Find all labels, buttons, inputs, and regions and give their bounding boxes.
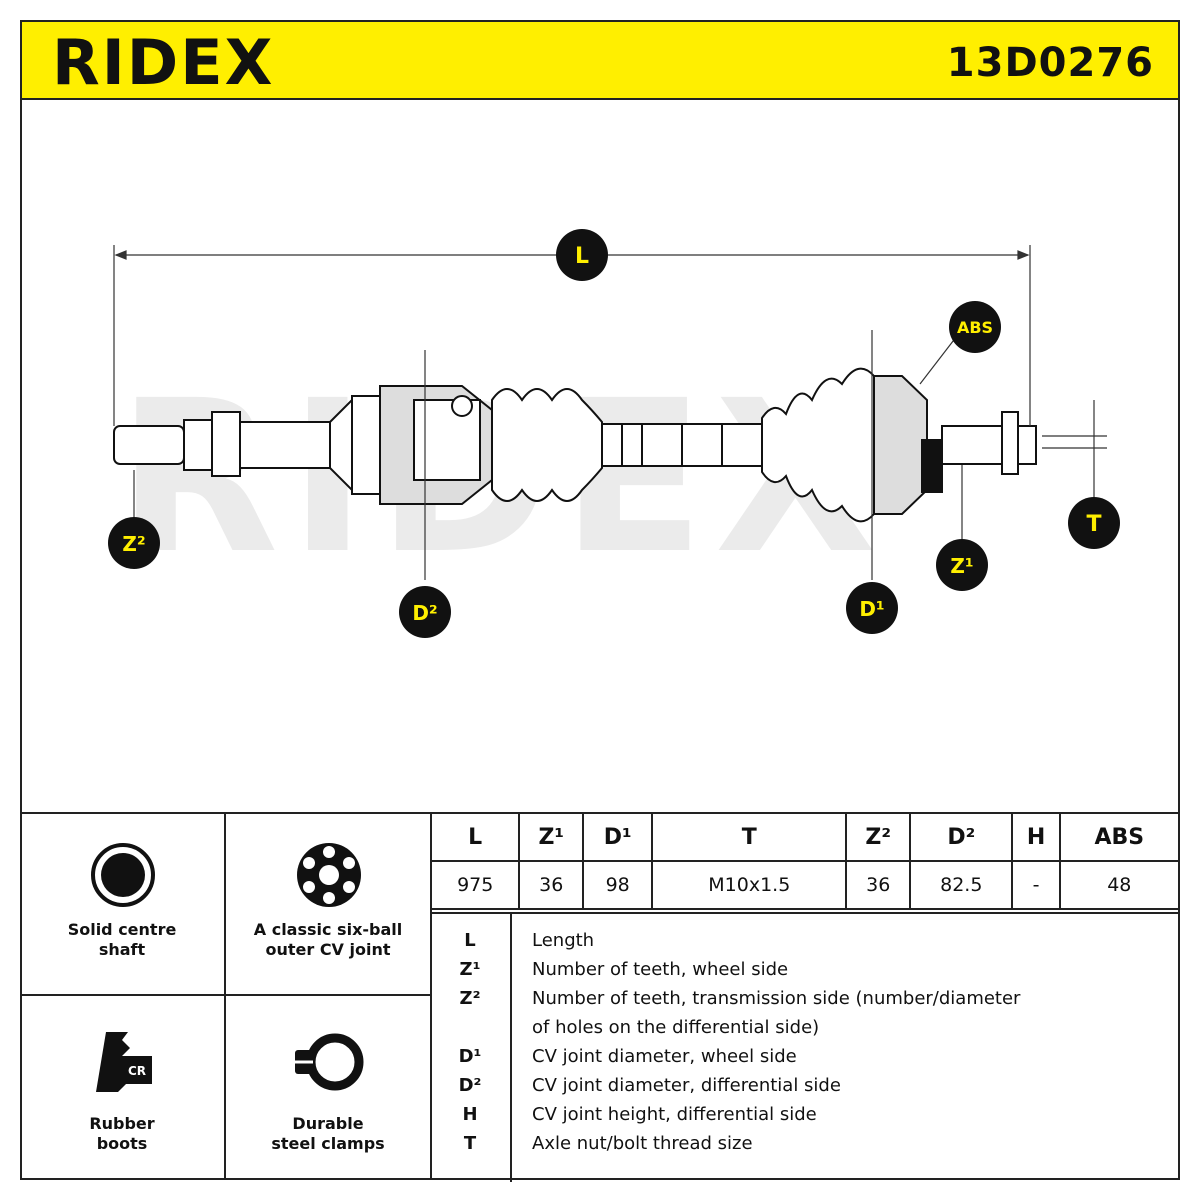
solid-shaft-icon (91, 843, 155, 907)
callout-d2: D² (399, 586, 451, 638)
header-bar: RIDEX 13D0276 (20, 20, 1180, 100)
transmission-spline (113, 425, 185, 465)
spec-header: H (1011, 812, 1061, 862)
legend-row: of holes on the differential side) (532, 1017, 820, 1038)
spec-value-row: 975 36 98 M10x1.5 36 82.5 - 48 (429, 860, 1181, 910)
spec-value: 98 (582, 860, 654, 910)
axle-nut (1017, 425, 1037, 465)
svg-text:L: L (575, 244, 589, 269)
spec-value: 48 (1058, 860, 1181, 910)
stub-shaft (239, 421, 331, 469)
outer-joint-housing (873, 375, 928, 515)
spec-header: ABS (1058, 812, 1181, 862)
svg-text:D¹: D¹ (859, 597, 884, 621)
svg-text:ABS: ABS (957, 318, 993, 337)
seal-ring (351, 395, 381, 495)
spec-header: Z² (845, 812, 912, 862)
tripod-roller (451, 395, 473, 417)
spec-value: 36 (518, 860, 585, 910)
spec-header: D¹ (582, 812, 654, 862)
spec-header: D² (909, 812, 1014, 862)
spec-table: L Z¹ D¹ T Z² D² H ABS 975 36 98 M10x1.5 … (429, 812, 1181, 912)
inner-boot (491, 388, 603, 502)
callout-z1: Z¹ (936, 539, 988, 591)
spec-header: T (651, 812, 848, 862)
spec-value: 36 (845, 860, 912, 910)
part-number: 13D0276 (946, 40, 1154, 86)
stub-collar (183, 419, 215, 471)
spec-header: L (429, 812, 521, 862)
abs-ring (921, 439, 943, 493)
callout-z2: Z² (108, 517, 160, 569)
steel-clamp-icon (291, 1033, 364, 1091)
spec-header: Z¹ (518, 812, 585, 862)
spec-value: 975 (429, 860, 521, 910)
callout-t: T (1068, 497, 1120, 549)
legend-divider (510, 914, 512, 1182)
six-ball-joint-icon (297, 843, 361, 907)
brand-text: RIDEX (52, 30, 274, 94)
svg-text:Z²: Z² (122, 532, 145, 556)
callout-d1: D¹ (846, 582, 898, 634)
ridex-logo: RIDEX (52, 30, 274, 94)
stub-flange (211, 411, 241, 477)
wheel-washer (1001, 411, 1019, 475)
cr-badge: CR (128, 1064, 146, 1078)
svg-text:D²: D² (412, 601, 437, 625)
callouts: L ABS T Z² Z¹ D² D¹ (108, 229, 1120, 638)
svg-text:Z¹: Z¹ (950, 554, 973, 578)
svg-text:T: T (1086, 512, 1101, 537)
spec-header-row: L Z¹ D¹ T Z² D² H ABS (429, 812, 1181, 862)
spec-value: 82.5 (909, 860, 1014, 910)
wheel-spline (941, 425, 1003, 465)
callout-l: L (556, 229, 608, 281)
callout-abs: ABS (949, 301, 1001, 353)
spec-value: M10x1.5 (651, 860, 848, 910)
spec-value: - (1011, 860, 1061, 910)
driveshaft-diagram: RIDEX (108, 229, 1120, 638)
rubber-boot-icon: CR (96, 1032, 152, 1092)
